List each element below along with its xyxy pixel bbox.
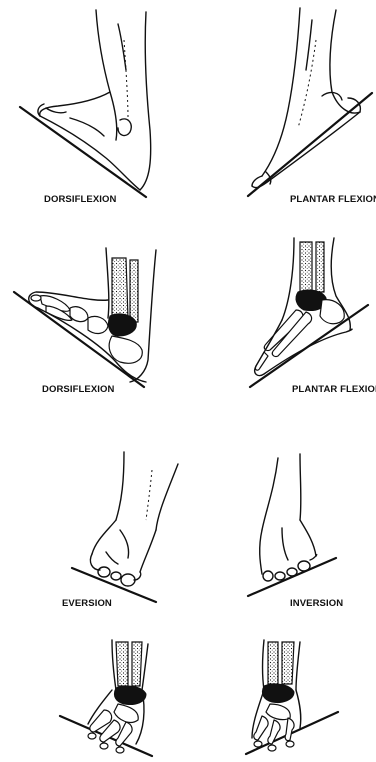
label-plantar-flexion-skeletal: PLANTAR FLEXION (292, 384, 376, 395)
label-plantar-flexion-outline: PLANTAR FLEXION (290, 194, 376, 205)
label-dorsiflexion-skeletal: DORSIFLEXION (42, 384, 114, 395)
ground-line (248, 93, 372, 196)
dorsiflexion-outline-drawing (20, 10, 151, 197)
ground-line (72, 568, 156, 602)
label-eversion: EVERSION (62, 598, 112, 609)
eversion-skeletal-drawing (60, 640, 152, 756)
eversion-drawing (72, 452, 178, 602)
inversion-skeletal-drawing (246, 640, 338, 754)
label-dorsiflexion-outline: DORSIFLEXION (44, 194, 116, 205)
dorsiflexion-skeletal-drawing (14, 248, 156, 387)
label-inversion: INVERSION (290, 598, 343, 609)
inversion-drawing (248, 454, 336, 596)
plantar-flexion-outline-drawing (248, 8, 372, 196)
ground-line (20, 107, 146, 197)
plantar-flexion-skeletal-drawing (250, 238, 368, 387)
